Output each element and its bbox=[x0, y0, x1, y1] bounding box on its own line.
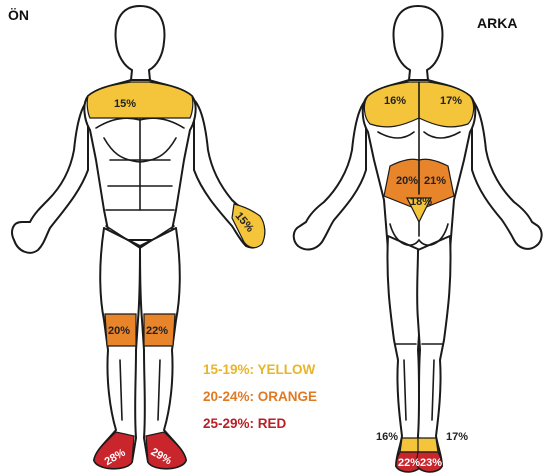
back-head bbox=[394, 6, 443, 80]
back-arm-right bbox=[472, 100, 542, 249]
legend: 15-19%: YELLOW 20-24%: ORANGE 25-29%: RE… bbox=[203, 362, 317, 431]
front-chest-label: 15% bbox=[114, 98, 136, 110]
back-sacrum-label: 18% bbox=[410, 196, 432, 208]
legend-orange: 20-24%: ORANGE bbox=[203, 389, 317, 404]
legend-yellow: 15-19%: YELLOW bbox=[203, 362, 316, 377]
back-shoulder-right-label: 17% bbox=[440, 95, 462, 107]
front-head bbox=[116, 6, 165, 80]
back-heel-right-label: 23% bbox=[420, 457, 442, 469]
front-view-label: ÖN bbox=[8, 7, 29, 23]
back-arm-left bbox=[294, 100, 366, 249]
front-arm-left bbox=[12, 100, 88, 253]
back-heel-left-label: 22% bbox=[398, 457, 420, 469]
back-ankle-right-zone bbox=[418, 438, 438, 452]
front-knee-left-label: 20% bbox=[108, 325, 130, 337]
front-chest-zone bbox=[87, 82, 193, 118]
back-lumbar-right-label: 21% bbox=[424, 175, 446, 187]
back-ankle-left-label: 16% bbox=[376, 431, 398, 443]
back-lumbar-left-label: 20% bbox=[396, 175, 418, 187]
legend-red: 25-29%: RED bbox=[203, 416, 287, 431]
back-shoulder-left-label: 16% bbox=[384, 95, 406, 107]
back-ankle-right-label: 17% bbox=[446, 431, 468, 443]
back-view-label: ARKA bbox=[477, 15, 517, 31]
back-ankle-left-zone bbox=[400, 438, 420, 452]
front-knee-right-label: 22% bbox=[146, 325, 168, 337]
back-figure: 16% 17% 20% 21% 18% 16% 17% 22% 23% bbox=[294, 6, 542, 472]
